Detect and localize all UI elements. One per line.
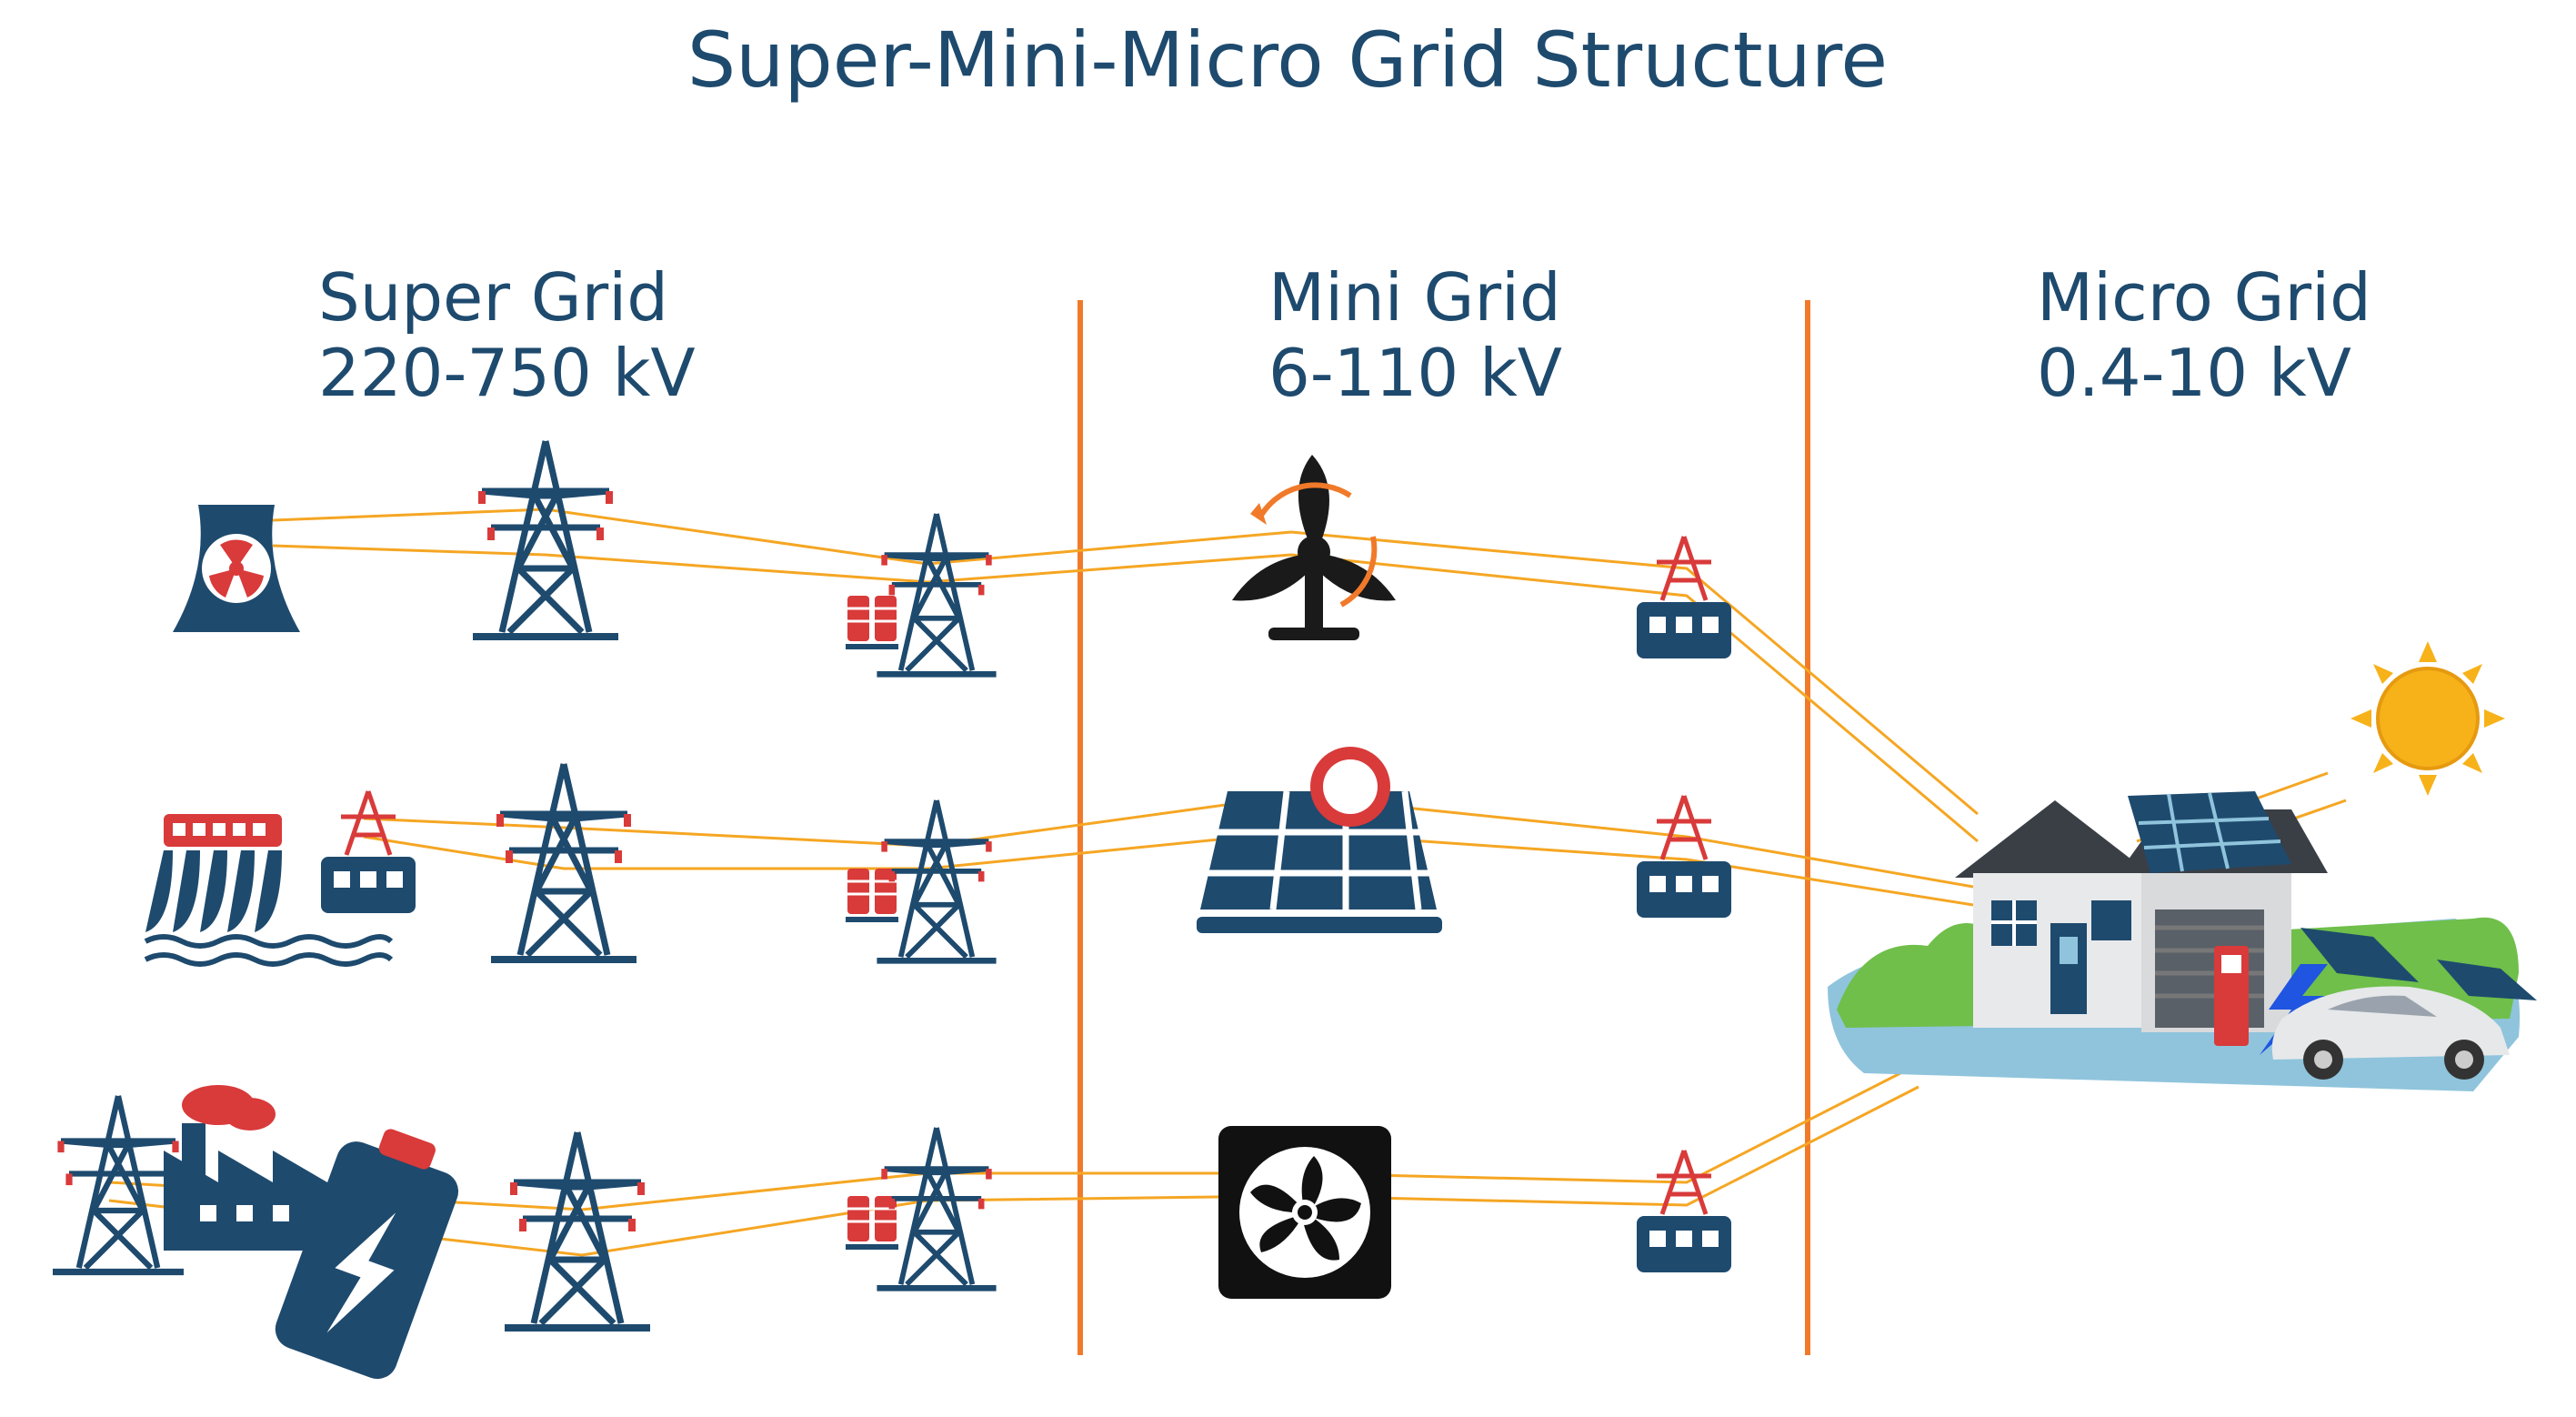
- wind-turbine-icon: [1232, 455, 1396, 640]
- mini-grid-voltage: 6-110 kV: [1268, 335, 1562, 411]
- section-header-mini: Mini Grid 6-110 kV: [1268, 259, 1562, 411]
- fan-unit-icon: [1218, 1126, 1391, 1299]
- nuclear-plant-icon: [173, 505, 300, 632]
- factory-icon: [164, 1085, 327, 1251]
- transmission-tower-icon: [877, 514, 996, 674]
- super-grid-label: Super Grid: [318, 259, 668, 336]
- battery-icon: [275, 1129, 459, 1380]
- solar-panel-icon: [1197, 747, 1442, 933]
- diagram-title: Super-Mini-Micro Grid Structure: [687, 15, 1888, 105]
- rooftop-solar-icon: [2128, 791, 2291, 873]
- section-header-micro: Micro Grid 0.4-10 kV: [2037, 259, 2371, 411]
- charging-station-icon: [2214, 946, 2249, 1046]
- mini-grid-label: Mini Grid: [1268, 259, 1561, 336]
- super-grid-voltage: 220-750 kV: [318, 335, 696, 411]
- sun-icon: [2350, 641, 2505, 796]
- transmission-tower-icon: [505, 1132, 650, 1328]
- transmission-tower-icon: [473, 441, 618, 637]
- micro-grid-voltage: 0.4-10 kV: [2037, 335, 2351, 411]
- micro-grid-scene: [1828, 641, 2537, 1091]
- substation-icon: [1637, 1151, 1731, 1272]
- micro-grid-label: Micro Grid: [2037, 259, 2371, 336]
- transmission-tower-icon: [491, 764, 636, 960]
- ground-solar-panel-icon: [2300, 928, 2537, 1000]
- ev-car-icon: [2271, 986, 2510, 1080]
- transformer-icon: [846, 596, 898, 647]
- section-header-super: Super Grid 220-750 kV: [318, 259, 696, 411]
- substation-icon: [1637, 537, 1731, 658]
- substation-icon: [321, 791, 416, 913]
- power-lines: [108, 508, 2347, 1257]
- hydro-dam-icon: [144, 814, 394, 967]
